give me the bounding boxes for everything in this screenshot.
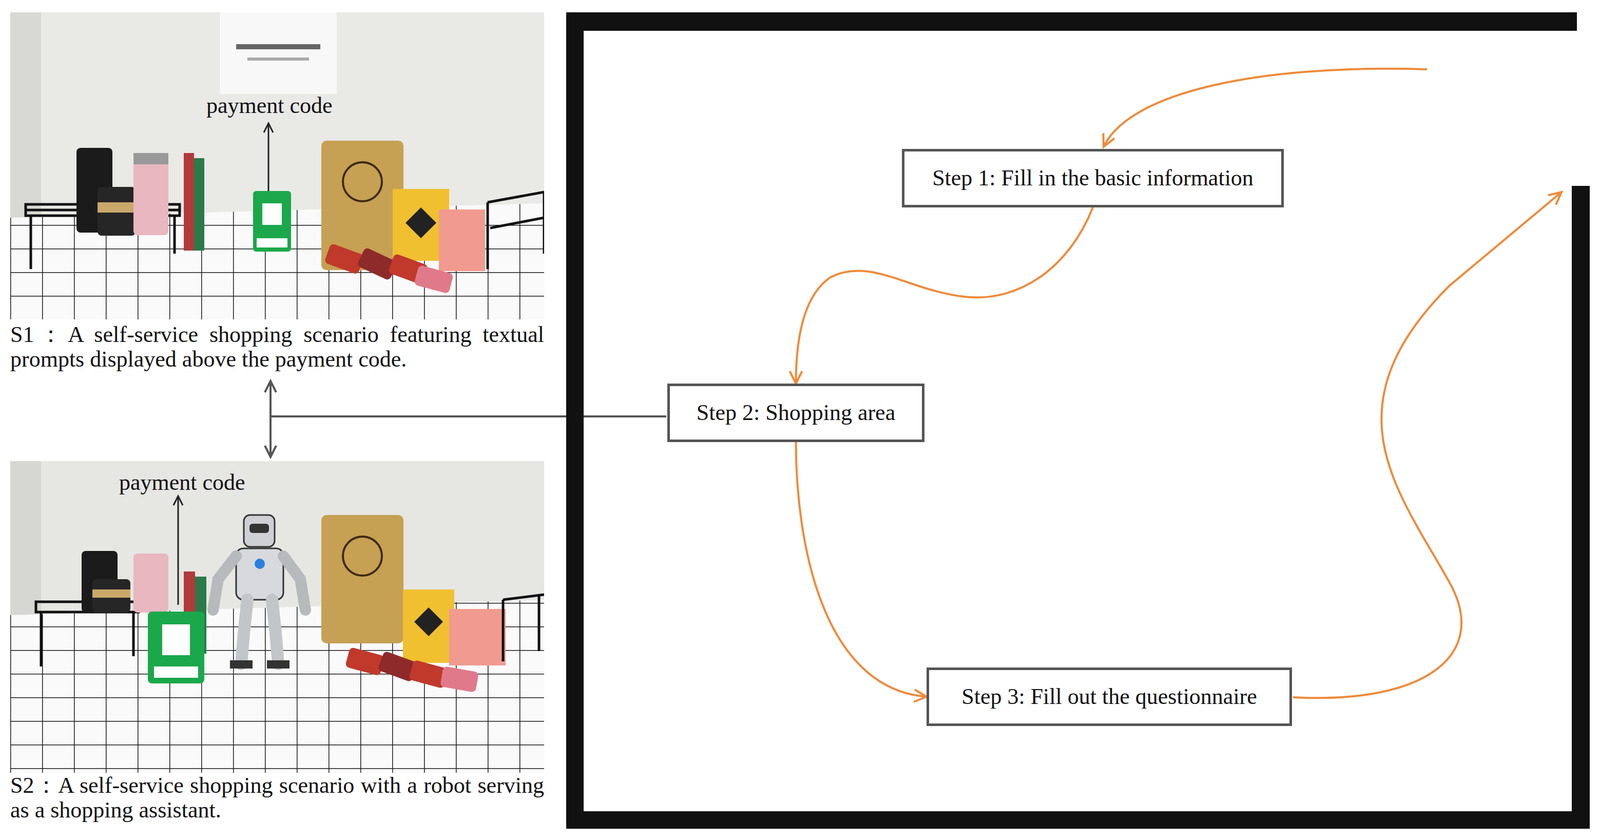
illustration-part xyxy=(262,203,282,225)
illustration-part xyxy=(229,660,253,669)
leader-line xyxy=(267,123,270,191)
step-box: Step 3: Fill out the questionnaire xyxy=(926,667,1293,726)
illustration-part xyxy=(10,599,545,773)
illustration-part xyxy=(219,12,337,94)
illustration-part xyxy=(153,666,199,678)
annotation-label: payment code xyxy=(117,470,248,495)
illustration-part xyxy=(194,158,205,251)
illustration-part xyxy=(133,152,169,165)
illustration-part xyxy=(566,811,1590,829)
illustration-part xyxy=(41,611,134,667)
illustration-part xyxy=(253,190,292,252)
illustration-part xyxy=(503,594,545,662)
illustration-part xyxy=(10,460,545,773)
illustration-part xyxy=(183,152,195,251)
illustration-part xyxy=(323,243,365,276)
illustration-part xyxy=(236,44,321,50)
flow-arrow xyxy=(796,207,1094,384)
illustration-part xyxy=(92,579,131,613)
illustration-part xyxy=(413,264,454,295)
illustration-part xyxy=(147,611,205,684)
illustration-part xyxy=(162,624,190,655)
step-text: Step 1: Fill in the basic information xyxy=(932,165,1254,191)
illustration-part xyxy=(321,514,404,644)
illustration-part xyxy=(439,665,479,693)
room-wall xyxy=(566,12,1590,829)
illustration-part xyxy=(256,238,288,248)
illustration-part xyxy=(342,162,382,202)
illustration-part xyxy=(249,523,269,533)
photo-caption: S2：A self-service shopping scenario with… xyxy=(10,773,545,823)
photo-caption: S1：A self-service shopping scenario feat… xyxy=(10,322,545,373)
illustration-part xyxy=(402,589,455,663)
step-box: Step 2: Shopping area xyxy=(667,383,925,442)
illustration-part xyxy=(236,548,284,600)
flow-arrow xyxy=(796,441,928,697)
illustration-part xyxy=(10,12,545,320)
illustration-part xyxy=(344,646,385,677)
illustration-part xyxy=(266,660,290,669)
illustration-part xyxy=(405,207,437,239)
double-arrow xyxy=(269,380,272,457)
robot xyxy=(213,514,306,669)
illustration-part xyxy=(133,152,169,236)
illustration-part xyxy=(344,646,479,693)
illustration-part xyxy=(97,186,136,236)
illustration-part xyxy=(566,12,1577,31)
step-box: Step 1: Fill in the basic information xyxy=(901,148,1284,208)
illustration-part xyxy=(342,536,382,576)
link-line xyxy=(270,415,667,418)
illustration-part xyxy=(566,12,584,829)
illustration-part xyxy=(323,243,454,295)
illustration-part xyxy=(241,599,279,664)
photo-s1 xyxy=(10,12,545,320)
illustration-part xyxy=(254,558,265,569)
illustration-part xyxy=(449,608,506,666)
exit-arrow xyxy=(1293,191,1562,698)
annotation-label: payment code xyxy=(204,93,335,119)
entry-arrow xyxy=(1103,68,1428,147)
illustration-part xyxy=(243,514,275,547)
illustration-part xyxy=(487,191,545,269)
illustration-part xyxy=(133,553,169,613)
photo-s2 xyxy=(10,460,545,773)
step-text: Step 3: Fill out the questionnaire xyxy=(961,684,1258,709)
illustration-part xyxy=(97,202,136,213)
illustration-part xyxy=(1571,185,1590,829)
leader-line xyxy=(177,495,180,605)
illustration-part xyxy=(414,607,443,636)
illustration-part xyxy=(213,555,306,610)
illustration-part xyxy=(247,57,310,61)
illustration-part xyxy=(438,209,486,272)
illustration-part xyxy=(92,589,131,598)
step-text: Step 2: Shopping area xyxy=(696,400,896,426)
